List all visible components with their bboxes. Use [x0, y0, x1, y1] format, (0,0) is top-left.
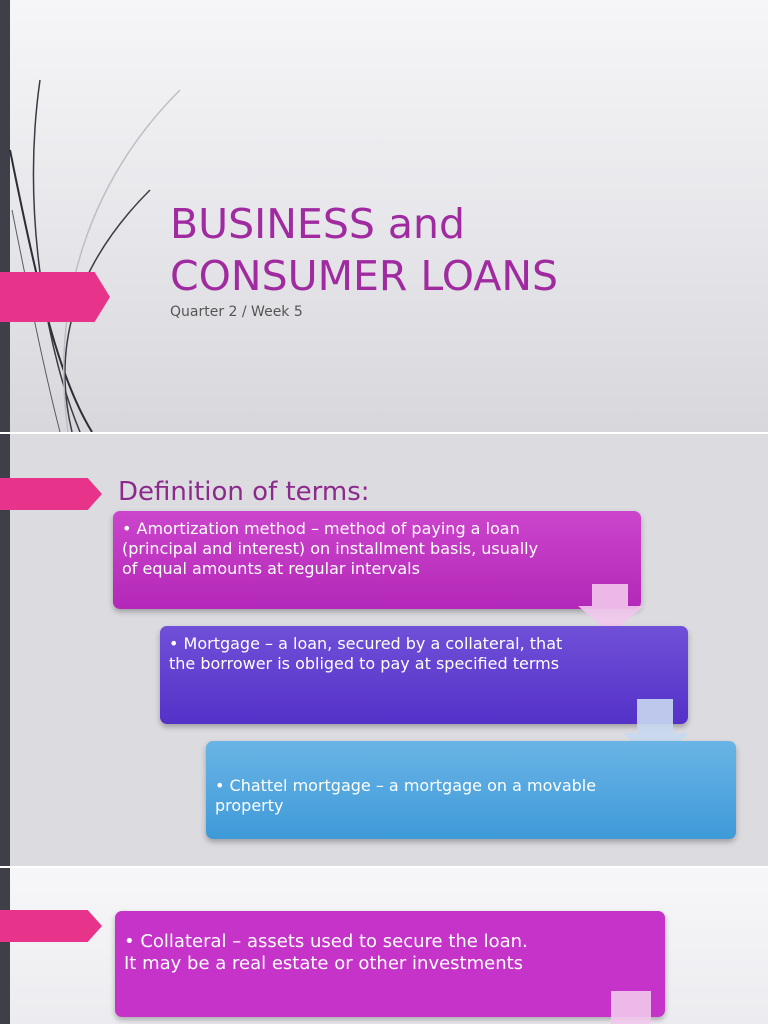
- term-text: • Amortization method – method of paying…: [122, 519, 539, 578]
- accent-tab: [0, 478, 102, 510]
- slide-edge-bar: [0, 0, 10, 432]
- slide-edge-bar: [0, 434, 10, 866]
- definitions-slide: Definition of terms: • Amortization meth…: [0, 434, 768, 866]
- term-box-mortgage: • Mortgage – a loan, secured by a collat…: [160, 626, 688, 724]
- slide-edge-bar: [0, 868, 10, 1024]
- down-arrow-icon: [611, 991, 651, 1024]
- title-slide: BUSINESS and CONSUMER LOANS Quarter 2 / …: [0, 0, 768, 432]
- term-box-amortization: • Amortization method – method of paying…: [113, 511, 641, 609]
- accent-tab: [0, 272, 110, 322]
- slide-title: BUSINESS and CONSUMER LOANS: [170, 200, 559, 300]
- slide-subtitle: Quarter 2 / Week 5: [170, 304, 303, 320]
- term-text: • Collateral – assets used to secure the…: [124, 931, 528, 974]
- term-text: • Mortgage – a loan, secured by a collat…: [169, 634, 563, 673]
- term-text: • Chattel mortgage – a mortgage on a mov…: [215, 776, 597, 815]
- term-box-collateral: • Collateral – assets used to secure the…: [115, 911, 665, 1017]
- down-arrow-icon: [578, 584, 644, 634]
- collateral-slide: • Collateral – assets used to secure the…: [0, 868, 768, 1024]
- accent-tab: [0, 910, 102, 942]
- term-box-chattel-mortgage: • Chattel mortgage – a mortgage on a mov…: [206, 741, 736, 839]
- slide-heading: Definition of terms:: [118, 477, 370, 507]
- decorative-swoosh-lines: [9, 79, 181, 432]
